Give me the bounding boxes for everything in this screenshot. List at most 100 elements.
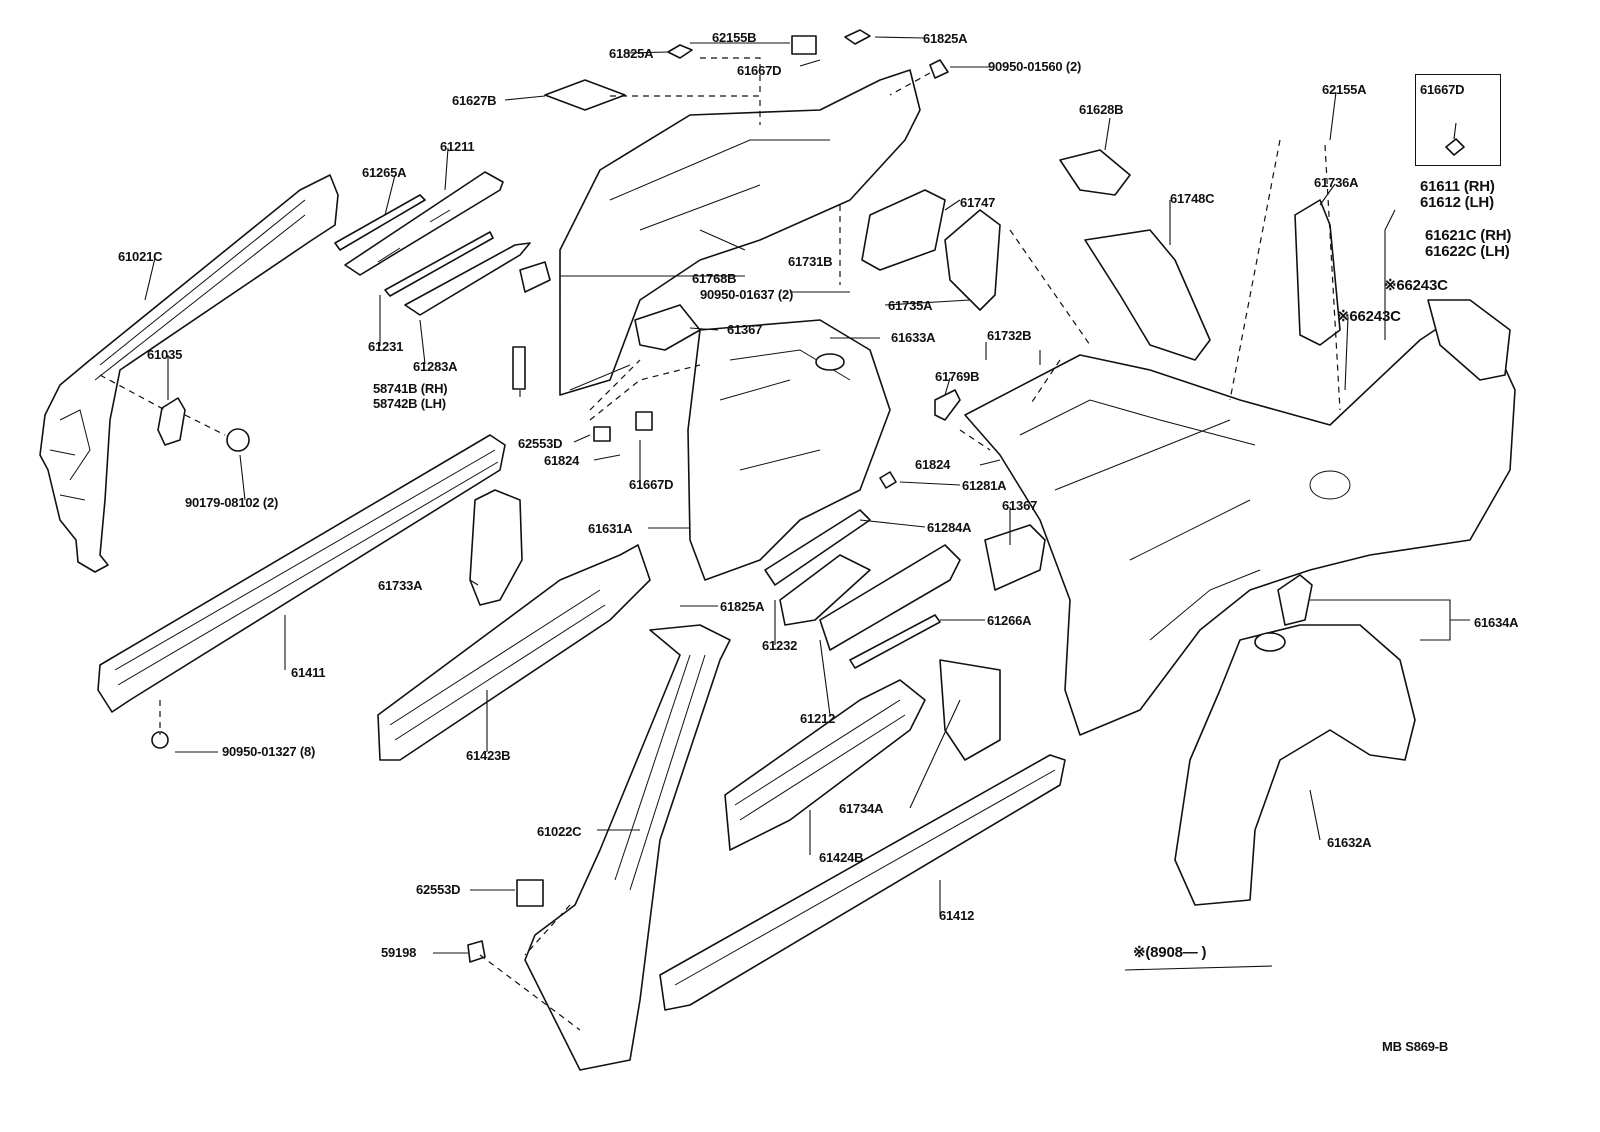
- part-61633a: [687, 319, 891, 581]
- part-label-l53: 61734A: [839, 801, 884, 816]
- part-label-l10: 61628B: [1079, 102, 1124, 117]
- part-61747: [861, 189, 946, 271]
- part-61621c: [1427, 299, 1511, 381]
- part-label-l54: 61022C: [537, 824, 582, 839]
- part-label-l23: 61768B: [692, 271, 737, 286]
- part-label-l52: 61423B: [466, 748, 511, 763]
- part-label-l16: 61611 (RH): [1420, 178, 1495, 195]
- part-label-l33: 61035: [147, 347, 183, 362]
- part-61667d-mid: [635, 411, 653, 431]
- part-label-l04: 61667D: [737, 63, 782, 78]
- part-label-l28: 61732B: [987, 328, 1032, 343]
- part-label-l17: 61612 (LH): [1420, 194, 1494, 211]
- part-label-l21: ※66243C: [1337, 308, 1401, 325]
- part-label-l08: 61265A: [362, 165, 407, 180]
- part-58741b: [512, 346, 526, 390]
- part-label-l24: 90950-01637 (2): [700, 287, 794, 302]
- part-61212: [819, 544, 961, 651]
- part-label-l22: 61731B: [788, 254, 833, 269]
- part-label-l42: 61631A: [588, 521, 633, 536]
- part-label-l47: 61266A: [987, 613, 1032, 628]
- part-label-l45: 61825A: [720, 599, 765, 614]
- part-61628b: [1059, 149, 1131, 196]
- part-label-l44: 61733A: [378, 578, 423, 593]
- part-label-l02: 62155B: [712, 30, 757, 45]
- part-label-l34: 61769B: [935, 369, 980, 384]
- part-label-l38: 61281A: [962, 478, 1007, 493]
- leader-lines: [144, 36, 1470, 954]
- part-61035: [157, 397, 250, 452]
- part-61022c: [524, 624, 731, 1071]
- part-label-l50: 61212: [800, 711, 836, 726]
- boxed-part-frame: [1415, 74, 1501, 166]
- part-62155b: [791, 35, 817, 55]
- part-label-l32: 58742B (LH): [373, 396, 446, 411]
- part-label-l19: 61622C (LH): [1425, 243, 1510, 260]
- part-label-l57: 62553D: [416, 882, 461, 897]
- part-label-l35: 62553D: [518, 436, 563, 451]
- part-61424b: [724, 679, 926, 851]
- part-61634a: [1277, 574, 1313, 626]
- part-61423b: [377, 544, 651, 761]
- part-61825a-a: [667, 44, 693, 59]
- part-label-l25: 61735A: [888, 298, 933, 313]
- part-61281a: [879, 471, 897, 489]
- part-label-l13: 62155A: [1322, 82, 1367, 97]
- assembly-dashed-lines: [99, 57, 1341, 1031]
- part-clip-01327: [151, 731, 169, 749]
- part-61735a: [944, 209, 1001, 311]
- part-61265a: [334, 194, 426, 251]
- part-label-l55: 61632A: [1327, 835, 1372, 850]
- part-label-l41: 61367: [1002, 498, 1038, 513]
- part-61734a: [939, 659, 1001, 761]
- part-label-l27: 61633A: [891, 330, 936, 345]
- part-label-l40: 90179-08102 (2): [185, 495, 279, 510]
- part-61825a-b: [844, 29, 871, 45]
- part-61411: [97, 434, 506, 713]
- part-label-l05: 90950-01560 (2): [988, 59, 1082, 74]
- part-61611: [964, 319, 1516, 736]
- part-61632a: [1174, 624, 1416, 906]
- part-61733a: [469, 489, 523, 606]
- part-61367-a: [634, 304, 701, 351]
- part-label-l46: 61634A: [1474, 615, 1519, 630]
- part-label-l36: 61824: [544, 453, 580, 468]
- part-61768b: [519, 261, 551, 293]
- diagram-code: MB S869-B: [1382, 1039, 1449, 1054]
- part-61731b: [559, 69, 921, 396]
- part-label-l11: 61747: [960, 195, 996, 210]
- part-label-l01: 61825A: [609, 46, 654, 61]
- part-label-l58: 61412: [939, 908, 975, 923]
- part-label-l49: 61411: [291, 665, 326, 680]
- part-61412: [659, 754, 1066, 1011]
- part-label-l26: 61367: [727, 322, 763, 337]
- part-61231: [384, 231, 494, 297]
- part-label-l14: 61667D: [1420, 82, 1465, 97]
- part-label-l12: 61748C: [1170, 191, 1215, 206]
- part-61232: [779, 554, 871, 626]
- part-label-l48: 61232: [762, 638, 798, 653]
- part-61748c: [1084, 229, 1211, 361]
- note-label: ※(8908— ): [1133, 944, 1207, 961]
- part-59198: [467, 940, 486, 963]
- part-61367-b: [984, 524, 1046, 591]
- part-label-l18: 61621C (RH): [1425, 227, 1512, 244]
- part-label-l15: 61736A: [1314, 175, 1359, 190]
- part-61284a: [764, 509, 871, 586]
- part-label-l09: 61021C: [118, 249, 163, 264]
- part-label-l31: 58741B (RH): [373, 381, 448, 396]
- part-label-l37: 61824: [915, 457, 951, 472]
- part-61769b: [934, 389, 961, 421]
- part-label-l43: 61284A: [927, 520, 972, 535]
- part-label-l20: ※66243C: [1384, 277, 1448, 294]
- part-61627b: [544, 79, 626, 111]
- part-label-l06: 61627B: [452, 93, 497, 108]
- part-label-l07: 61211: [440, 139, 475, 154]
- boxed-part-icon: [1445, 122, 1465, 156]
- part-61211: [344, 171, 504, 276]
- part-label-l56: 61424B: [819, 850, 864, 865]
- part-61021c: [39, 174, 339, 573]
- note-underline: [1124, 965, 1273, 971]
